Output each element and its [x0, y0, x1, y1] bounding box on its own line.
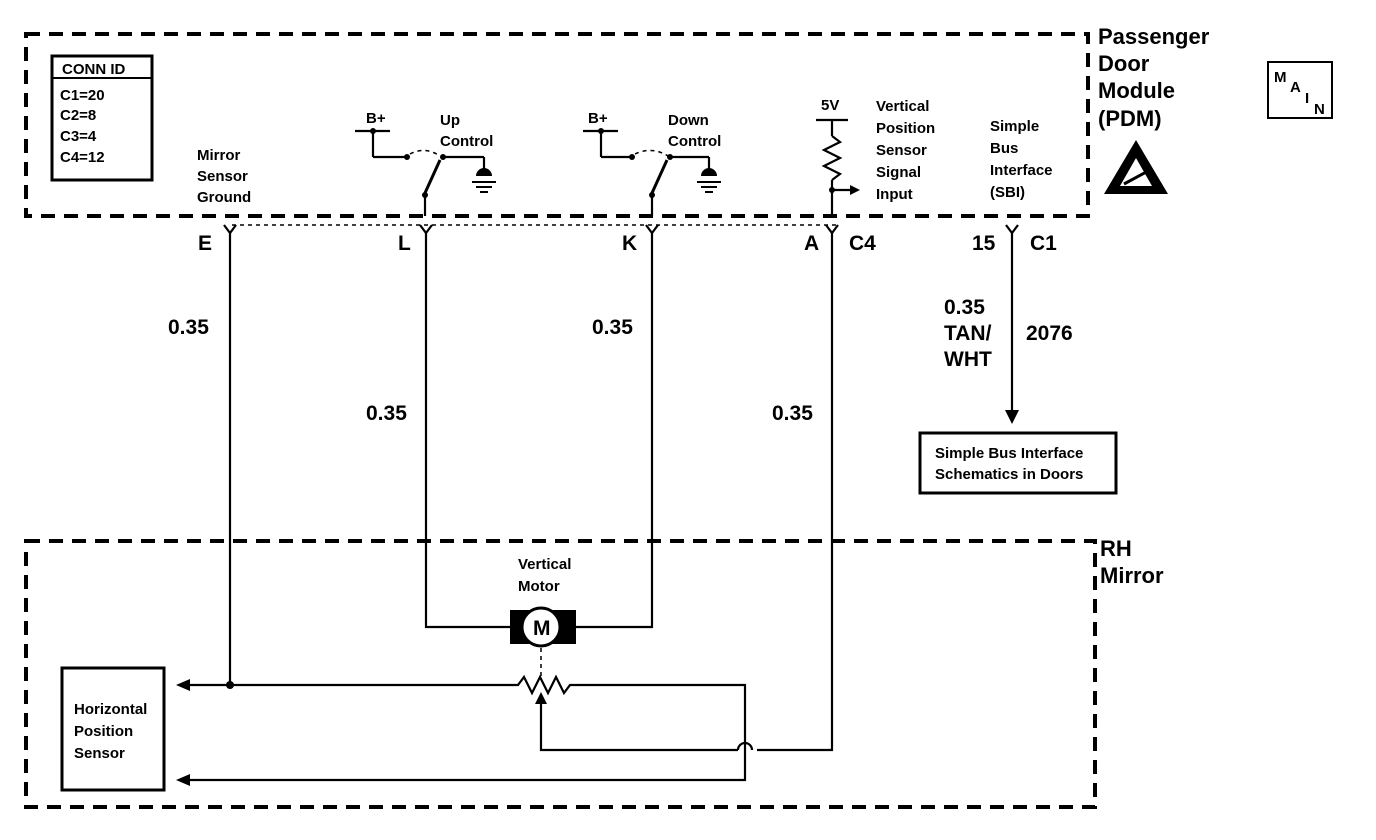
horizontal-sensor-line-3: Sensor: [74, 745, 125, 762]
conn-id-row-4: C4=12: [60, 149, 105, 166]
sbi-schematics-reference[interactable]: Simple Bus Interface Schematics in Doors: [918, 431, 1118, 495]
conn-id-row-1: C1=20: [60, 87, 105, 104]
wire-l-size: 0.35: [366, 402, 407, 425]
up-control-line-1: Up: [440, 112, 460, 129]
sbi-line-4: (SBI): [990, 184, 1025, 201]
rh-mirror-line-2: Mirror: [1100, 563, 1164, 588]
pin-l: L: [398, 232, 411, 255]
sbi-wire-color-2: WHT: [944, 348, 992, 371]
mirror-sensor-ground-line-1: Mirror: [197, 147, 241, 164]
wire-k-size: 0.35: [592, 316, 633, 339]
horizontal-sensor-line-2: Position: [74, 723, 133, 740]
bplus-label-1: B+: [366, 110, 386, 127]
vps-input-line-2: Position: [876, 120, 935, 137]
rh-mirror-line-1: RH: [1100, 536, 1132, 561]
conn-id-title: CONN ID: [62, 61, 126, 78]
sbi-circuit-number: 2076: [1026, 322, 1073, 345]
pin-connector-c1: C1: [1030, 232, 1057, 255]
vertical-position-input-circuit: [816, 118, 860, 216]
up-control-line-2: Control: [440, 133, 493, 150]
pin-e: E: [198, 232, 212, 255]
connector-pins: [223, 224, 1019, 235]
vps-input-line-5: Input: [876, 186, 913, 203]
pdm-name-line-3: Module: [1098, 78, 1175, 103]
vps-input-line-1: Vertical: [876, 98, 929, 115]
conn-id-row-2: C2=8: [60, 107, 96, 124]
sbi-wire-color-1: TAN/: [944, 322, 992, 345]
up-control-switch: [355, 128, 496, 216]
conn-id-row-3: C3=4: [60, 128, 97, 145]
esd-warning-icon: [1104, 140, 1168, 194]
main-badge-a: A: [1290, 79, 1301, 96]
wire-a-size: 0.35: [772, 402, 813, 425]
wire-l: [424, 233, 512, 629]
mirror-sensor-ground-line-3: Ground: [197, 189, 251, 206]
wire-k: [574, 233, 654, 629]
main-badge-n: N: [1314, 101, 1325, 118]
sbi-line-2: Bus: [990, 140, 1018, 157]
conn-id-table: CONN ID C1=20 C2=8 C3=4 C4=12: [50, 54, 154, 182]
motor-symbol: M: [533, 617, 551, 640]
pdm-name-line-4: (PDM): [1098, 106, 1162, 131]
pdm-name-line-1: Passenger: [1098, 24, 1210, 49]
mirror-sensor-ground-line-2: Sensor: [197, 168, 248, 185]
pin-a: A: [804, 232, 819, 255]
down-control-line-2: Control: [668, 133, 721, 150]
horizontal-position-sensor: Horizontal Position Sensor: [60, 666, 166, 792]
sbi-wire-size: 0.35: [944, 296, 985, 319]
sbi-ref-line-2: Schematics in Doors: [935, 466, 1083, 483]
horizontal-sensor-line-1: Horizontal: [74, 701, 147, 718]
down-control-line-1: Down: [668, 112, 709, 129]
sbi-arrow-icon: [1005, 410, 1019, 424]
main-badge: M A I N: [1267, 61, 1333, 119]
sbi-line-1: Simple: [990, 118, 1039, 135]
vps-input-line-3: Sensor: [876, 142, 927, 159]
five-v-label: 5V: [821, 97, 839, 114]
wire-e-size: 0.35: [168, 316, 209, 339]
vertical-motor-line-2: Motor: [518, 578, 560, 595]
vps-input-line-4: Signal: [876, 164, 921, 181]
pin-connector-c4: C4: [849, 232, 876, 255]
pin-15: 15: [972, 232, 996, 255]
wire-a: [757, 233, 834, 752]
rh-mirror-boundary: [24, 539, 1097, 809]
main-badge-i: I: [1305, 90, 1309, 107]
sbi-ref-line-1: Simple Bus Interface: [935, 445, 1083, 462]
bplus-label-2: B+: [588, 110, 608, 127]
main-badge-m: M: [1274, 69, 1287, 86]
pin-k: K: [622, 232, 637, 255]
vertical-motor-line-1: Vertical: [518, 556, 571, 573]
sbi-line-3: Interface: [990, 162, 1053, 179]
vertical-position-potentiometer: [188, 674, 754, 782]
pdm-name-line-2: Door: [1098, 51, 1150, 76]
down-control-switch: [583, 128, 721, 216]
sensor-arrow-icon-1: [176, 679, 190, 691]
pdm-boundary: [24, 32, 1090, 218]
sensor-arrow-icon-2: [176, 774, 190, 786]
vertical-motor: M: [510, 606, 576, 648]
